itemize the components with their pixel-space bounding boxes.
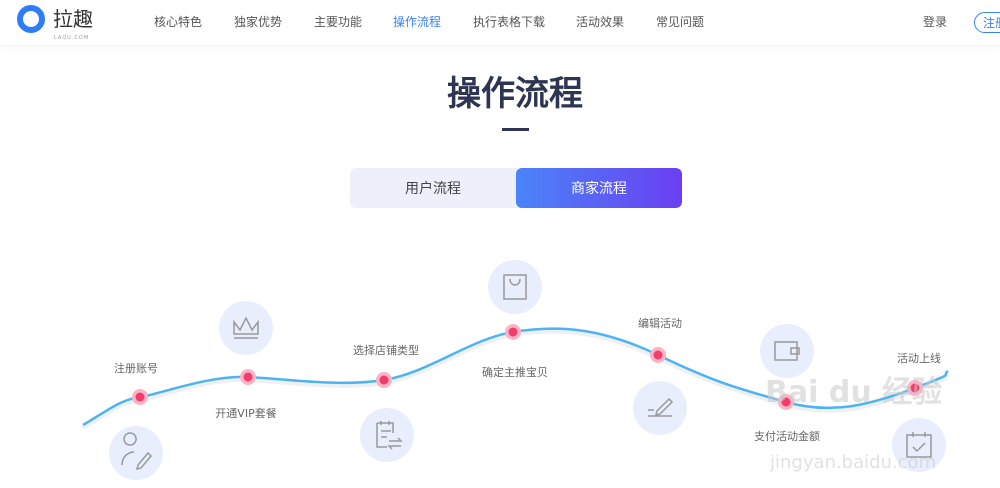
icon-circle bbox=[488, 260, 542, 314]
step-label: 活动上线 bbox=[897, 352, 941, 365]
tab-merchant-flow[interactable]: 商家流程 bbox=[516, 168, 682, 208]
step-label: 注册账号 bbox=[114, 362, 158, 375]
login-link[interactable]: 登录 bbox=[923, 15, 948, 29]
step-dot bbox=[650, 347, 666, 363]
nav-item-download[interactable]: 执行表格下载 bbox=[473, 15, 546, 29]
step-label: 支付活动金额 bbox=[754, 430, 820, 443]
step-label: 编辑活动 bbox=[638, 317, 682, 330]
nav-item-features[interactable]: 核心特色 bbox=[154, 15, 203, 29]
nav-item-functions[interactable]: 主要功能 bbox=[314, 15, 363, 29]
nav-item-results[interactable]: 活动效果 bbox=[576, 15, 625, 29]
logo-text: 拉趣 bbox=[53, 7, 93, 31]
tab-user-flow[interactable]: 用户流程 bbox=[405, 181, 461, 197]
section-title: 操作流程 bbox=[447, 74, 583, 114]
icon-glyph bbox=[233, 316, 259, 339]
top-nav: 拉趣 LAQU.COM 核心特色 独家优势 主要功能 操作流程 执行表格下载 活… bbox=[0, 0, 1000, 45]
icon-glyph bbox=[774, 341, 800, 361]
icon-circle bbox=[219, 301, 273, 355]
step-dot bbox=[505, 324, 521, 340]
icon-glyph bbox=[648, 397, 674, 417]
step-label: 开通VIP套餐 bbox=[215, 407, 277, 420]
step-dot bbox=[240, 369, 256, 385]
calendar-check-icon bbox=[892, 418, 946, 472]
step-label: 选择店铺类型 bbox=[353, 344, 419, 357]
step-dot bbox=[907, 380, 923, 396]
icon-glyph bbox=[503, 274, 527, 300]
step-dot bbox=[778, 394, 794, 410]
icon-circle bbox=[892, 418, 946, 472]
nav-item-process[interactable]: 操作流程 bbox=[393, 15, 442, 29]
register-button[interactable]: 注册 bbox=[974, 12, 1000, 33]
icon-circle bbox=[760, 324, 814, 378]
logo-subtext: LAQU.COM bbox=[54, 35, 90, 41]
pencil-icon bbox=[633, 381, 687, 435]
crown-icon bbox=[219, 301, 273, 355]
step-label: 确定主推宝贝 bbox=[482, 366, 548, 379]
logo[interactable]: 拉趣 bbox=[17, 5, 93, 33]
icon-circle bbox=[109, 426, 163, 480]
step-dot bbox=[132, 389, 148, 405]
icon-glyph bbox=[376, 421, 403, 450]
title-underline bbox=[502, 128, 529, 131]
shopping-bag-icon bbox=[488, 260, 542, 314]
logo-ring-icon bbox=[17, 5, 45, 33]
wallet-icon bbox=[760, 324, 814, 378]
icon-glyph bbox=[121, 432, 153, 471]
icon-glyph bbox=[906, 432, 932, 458]
flow-tabs: 用户流程 商家流程 bbox=[350, 168, 682, 208]
nav-item-advantages[interactable]: 独家优势 bbox=[234, 15, 283, 29]
nav-item-faq[interactable]: 常见问题 bbox=[656, 15, 705, 29]
step-dot bbox=[376, 372, 392, 388]
clipboard-exchange-icon bbox=[360, 408, 414, 462]
icon-circle bbox=[360, 408, 414, 462]
user-edit-icon bbox=[109, 426, 163, 480]
